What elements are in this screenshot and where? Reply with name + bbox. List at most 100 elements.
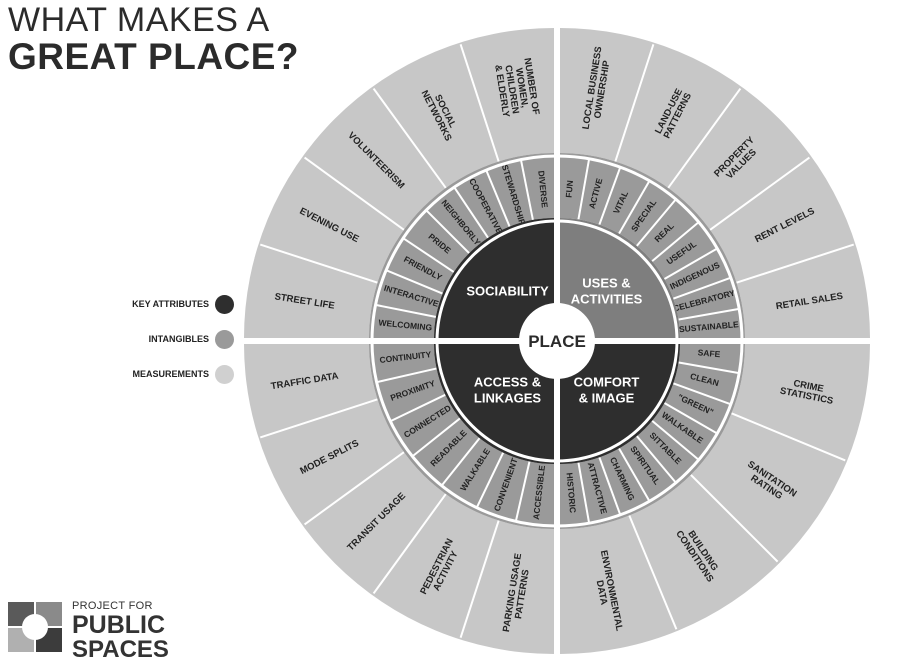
segment-divider: [402, 237, 458, 276]
segment-divider: [633, 198, 677, 250]
legend-item-intangibles: INTANGIBLES: [104, 329, 234, 349]
segment-divider: [475, 448, 506, 509]
segment-divider: [687, 471, 779, 563]
legend-label: INTANGIBLES: [148, 334, 209, 344]
key-attribute-sector-shape: [434, 344, 554, 464]
segment-divider: [613, 43, 655, 166]
intangible-label: HISTORIC: [564, 472, 577, 513]
segment-divider: [576, 158, 591, 223]
segment-divider: [648, 221, 700, 265]
legend-item-measurements: MEASUREMENTS: [104, 364, 234, 384]
key-attribute-sector: USES &ACTIVITIES: [560, 218, 680, 338]
segment-divider: [459, 516, 501, 639]
segment-divider: [626, 511, 678, 630]
segment-divider: [675, 360, 740, 375]
measurement-label: NUMBER OFWOMEN,CHILDREN& ELDERLY: [492, 57, 541, 120]
logo-line-2: PUBLIC: [72, 611, 166, 639]
pps-logo-mark-icon: [6, 600, 66, 654]
segment-divider: [732, 243, 855, 285]
intangibles-ring-quadrant: ACCESSIBLECONVENIENTWALKABLEREADABLECONN…: [369, 344, 554, 529]
ring-divider: [435, 219, 679, 463]
legend-label: MEASUREMENTS: [132, 369, 209, 379]
segment-divider: [519, 159, 535, 224]
title-line-2: GREAT PLACE?: [8, 36, 300, 77]
segment-divider: [597, 166, 622, 229]
key-attribute-label: USES &ACTIVITIES: [571, 276, 643, 307]
segment-divider: [660, 247, 718, 282]
segment-divider: [372, 87, 450, 192]
segment-divider: [411, 415, 464, 458]
logo-circle-icon: [22, 614, 48, 640]
segment-divider: [453, 186, 492, 242]
segment-divider: [303, 448, 408, 526]
key-attribute-sector: COMFORT& IMAGE: [560, 344, 680, 464]
segment-divider: [459, 43, 501, 166]
page-title: WHAT MAKES A GREAT PLACE?: [8, 2, 299, 76]
legend-swatch: [215, 294, 234, 314]
segment-divider: [485, 169, 513, 231]
segment-divider: [616, 444, 651, 502]
title-line-1: WHAT MAKES A: [8, 1, 270, 39]
intangibles-ring-quadrant-shape: [560, 344, 745, 529]
measurements-ring-quadrant-shape: [244, 344, 554, 654]
segment-divider: [664, 87, 742, 192]
place-center-label: PLACE: [528, 332, 586, 351]
place-center-circle: [519, 303, 595, 379]
legend-item-key-attributes: KEY ATTRIBUTES: [104, 294, 234, 314]
key-attribute-label: SOCIABILITY: [466, 284, 549, 299]
ring-divider: [370, 154, 744, 528]
key-attribute-sector-shape: [560, 344, 680, 464]
segment-divider: [425, 209, 473, 257]
measurements-ring-quadrant-shape: [244, 28, 554, 338]
segment-divider: [375, 303, 440, 319]
intangibles-ring-quadrant: WELCOMINGINTERACTIVEFRIENDLYPRIDENEIGHBO…: [369, 153, 554, 338]
segment-divider: [385, 269, 447, 297]
segment-divider: [648, 417, 700, 461]
segment-divider: [376, 366, 441, 384]
segment-divider: [389, 392, 450, 423]
measurements-ring-quadrant: PARKING USAGEPATTERNSPEDESTRIANACTIVITYT…: [244, 344, 554, 654]
intangible-label: DIVERSE: [536, 170, 550, 208]
segment-divider: [706, 156, 811, 234]
logo-line-1: PROJECT FOR: [72, 600, 153, 612]
segment-divider: [303, 156, 408, 234]
key-attribute-sector: SOCIABILITY: [434, 218, 554, 338]
segment-divider: [259, 243, 382, 285]
segment-divider: [616, 180, 651, 238]
pps-logo: PROJECT FOR PUBLIC SPACES: [6, 600, 169, 662]
segment-divider: [259, 397, 382, 439]
segment-divider: [514, 457, 532, 522]
intangible-label: FUN: [564, 180, 575, 198]
segment-divider: [675, 307, 740, 322]
segment-divider: [727, 410, 846, 462]
key-attribute-sector-shape: [434, 218, 554, 338]
key-attribute-sector-shape: [560, 218, 680, 338]
measurements-ring-quadrant: CRIMESTATISTICSSANITATIONRATINGBUILDINGC…: [560, 344, 870, 654]
intangibles-ring-quadrant: SAFECLEAN"GREEN"WALKABLESITTABLESPIRITUA…: [560, 344, 745, 529]
logo-text: PROJECT FOR PUBLIC SPACES: [72, 600, 169, 662]
legend: KEY ATTRIBUTES INTANGIBLES MEASUREMENTS: [104, 294, 234, 399]
segment-divider: [576, 459, 591, 524]
legend-swatch: [215, 329, 234, 349]
segment-divider: [660, 400, 718, 435]
segment-divider: [669, 381, 732, 406]
segment-divider: [633, 432, 677, 484]
measurements-ring-quadrant-shape: [560, 28, 870, 338]
segment-divider: [669, 276, 732, 301]
key-attribute-sector: ACCESS &LINKAGES: [434, 344, 554, 464]
intangibles-ring-quadrant-shape: [369, 344, 554, 529]
segment-divider: [597, 453, 622, 516]
legend-swatch: [215, 364, 234, 384]
logo-line-3: SPACES: [72, 636, 169, 663]
intangibles-ring-quadrant-shape: [560, 153, 745, 338]
key-attribute-label: COMFORT& IMAGE: [574, 374, 640, 405]
segment-divider: [372, 490, 450, 595]
legend-label: KEY ATTRIBUTES: [132, 299, 209, 309]
key-attribute-label: ACCESS &LINKAGES: [474, 374, 542, 405]
intangible-label: SAFE: [697, 348, 721, 360]
segment-divider: [440, 434, 483, 487]
